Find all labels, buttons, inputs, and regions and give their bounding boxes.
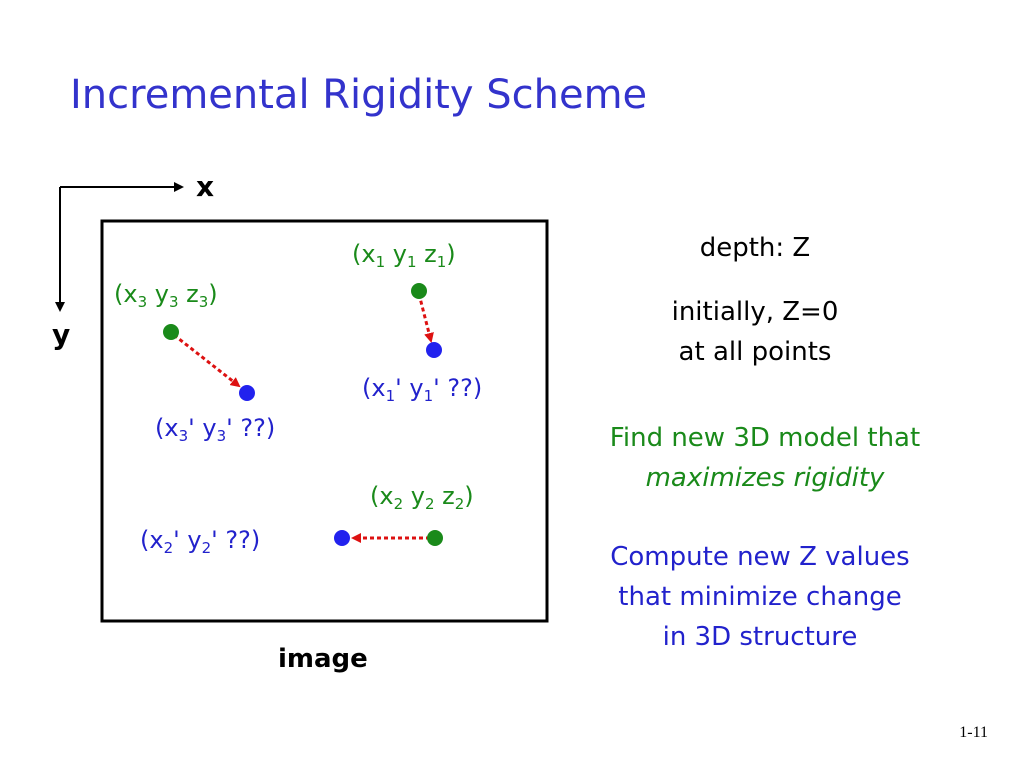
- point-2-original: [427, 530, 443, 546]
- point-2-new: [334, 530, 350, 546]
- slide-title: Incremental Rigidity Scheme: [70, 72, 648, 118]
- point-3-new-label: (x3' y3' ??): [155, 414, 276, 445]
- y-axis-label: y: [52, 318, 71, 351]
- image-frame: [100, 219, 549, 623]
- point-3-original-label: (x3 y3 z3): [114, 280, 218, 311]
- motion-arrow-p1: [417, 293, 434, 343]
- motion-arrow-p3: [173, 333, 241, 388]
- point-3-new: [239, 385, 255, 401]
- point-2-original-label: (x2 y2 z2): [370, 482, 474, 513]
- x-axis-label: x: [196, 170, 215, 203]
- depth-note: depth: Z: [699, 233, 811, 263]
- point-1-new: [426, 342, 442, 358]
- find-model-note: Find new 3D model that maximizes rigidit…: [609, 423, 921, 493]
- point-1-original: [411, 283, 427, 299]
- initial-note: initially, Z=0 at all points: [671, 297, 839, 367]
- point-1-original-label: (x1 y1 z1): [352, 240, 456, 271]
- compute-note: Compute new Z values that minimize chang…: [610, 542, 910, 652]
- slide-number: 1-11: [959, 724, 988, 741]
- point-1-new-label: (x1' y1' ??): [362, 374, 483, 405]
- point-3-original: [163, 324, 179, 340]
- image-label: image: [278, 644, 368, 674]
- point-2-new-label: (x2' y2' ??): [140, 526, 261, 557]
